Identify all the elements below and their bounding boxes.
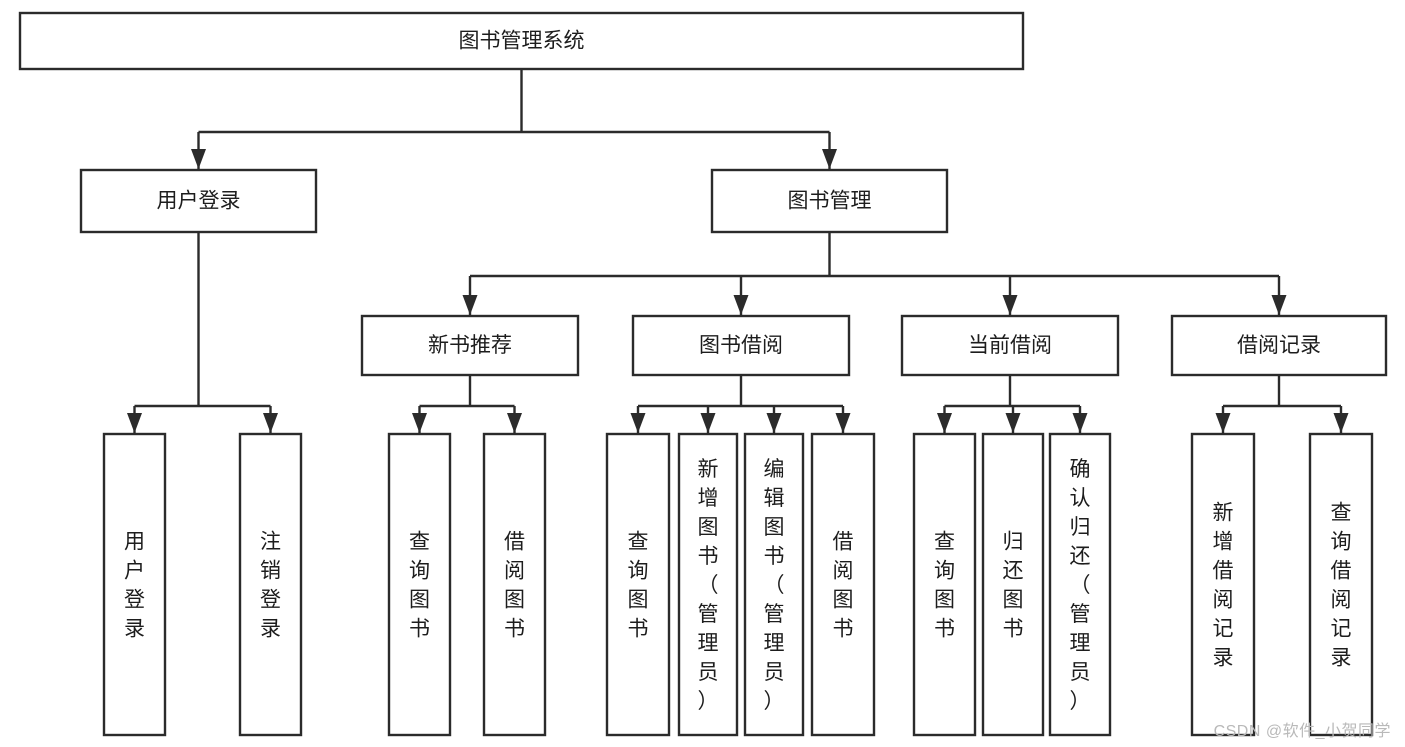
- node-label: 新增借阅记录: [1213, 502, 1234, 670]
- edge-book-mgmt-arrow-3: [1271, 295, 1287, 315]
- edge-root-arrow-0: [191, 149, 206, 169]
- edge-book-mgmt-arrow-2: [1002, 295, 1018, 315]
- node-label: 当前借阅: [968, 334, 1052, 357]
- node-leaf-9[interactable]: 归还图书: [981, 432, 1045, 737]
- node-label: 查询图书: [934, 531, 955, 641]
- node-root-system[interactable]: 图书管理系统: [18, 11, 1025, 71]
- node-leaf-11[interactable]: 新增借阅记录: [1190, 432, 1256, 737]
- node-label: 查询借阅记录: [1331, 502, 1352, 670]
- node-label: 编辑图书（管理员）: [764, 458, 785, 713]
- node-leaf-12[interactable]: 查询借阅记录: [1308, 432, 1374, 737]
- node-level2-2[interactable]: 当前借阅: [900, 314, 1120, 377]
- edge-leaf-1-arrow-1: [507, 413, 522, 433]
- node-level2-0[interactable]: 新书推荐: [360, 314, 580, 377]
- node-label: 新书推荐: [428, 334, 512, 357]
- node-level2-3[interactable]: 借阅记录: [1170, 314, 1388, 377]
- node-leaf-3[interactable]: 借阅图书: [482, 432, 547, 737]
- node-leaf-0[interactable]: 用户登录: [102, 432, 167, 737]
- node-label: 借阅图书: [833, 531, 854, 641]
- node-label: 图书管理系统: [459, 30, 585, 53]
- edge-leaf-2-arrow-0: [630, 413, 646, 433]
- node-leaf-10[interactable]: 确认归还（管理员）: [1048, 432, 1112, 737]
- node-label: 查询图书: [628, 531, 649, 641]
- edge-book-mgmt-arrow-1: [733, 295, 749, 315]
- watermark-text: CSDN @软件_小贺同学: [1213, 723, 1391, 740]
- nodes-layer: 图书管理系统用户登录图书管理新书推荐图书借阅当前借阅借阅记录用户登录注销登录查询…: [18, 11, 1388, 737]
- node-label: 用户登录: [157, 190, 241, 213]
- edge-leaf-2-arrow-1: [700, 413, 716, 433]
- node-leaf-8[interactable]: 查询图书: [912, 432, 977, 737]
- node-level1-1[interactable]: 图书管理: [710, 168, 949, 234]
- edge-leaf-2-arrow-2: [766, 413, 782, 433]
- edge-leaf-3-arrow-1: [1005, 413, 1021, 433]
- edge-root-arrow-1: [822, 149, 837, 169]
- node-label: 用户登录: [124, 531, 145, 641]
- node-label: 注销登录: [260, 531, 281, 641]
- node-label: 借阅记录: [1237, 334, 1321, 357]
- edge-leaf-4-arrow-1: [1333, 413, 1349, 433]
- node-leaf-6[interactable]: 编辑图书（管理员）: [743, 432, 805, 737]
- node-label: 确认归还（管理员）: [1070, 458, 1091, 713]
- connectors-layer: [127, 69, 1349, 433]
- edge-leaf-0-arrow-1: [263, 413, 278, 433]
- node-label: 图书借阅: [699, 334, 783, 357]
- node-label: 查询图书: [409, 531, 430, 641]
- node-label: 归还图书: [1003, 531, 1024, 641]
- node-leaf-7[interactable]: 借阅图书: [810, 432, 876, 737]
- node-level2-1[interactable]: 图书借阅: [631, 314, 851, 377]
- edge-leaf-3-arrow-0: [937, 413, 952, 433]
- edge-leaf-0-arrow-0: [127, 413, 142, 433]
- node-leaf-5[interactable]: 新增图书（管理员）: [677, 432, 739, 737]
- edge-leaf-2-arrow-3: [835, 413, 851, 433]
- edge-book-mgmt-arrow-0: [462, 295, 478, 315]
- node-leaf-2[interactable]: 查询图书: [387, 432, 452, 737]
- edge-leaf-1-arrow-0: [412, 413, 427, 433]
- node-label: 新增图书（管理员）: [698, 458, 719, 713]
- edge-leaf-4-arrow-0: [1215, 413, 1231, 433]
- edge-leaf-3-arrow-2: [1072, 413, 1088, 433]
- node-leaf-1[interactable]: 注销登录: [238, 432, 303, 737]
- node-label: 图书管理: [788, 190, 872, 213]
- node-label: 借阅图书: [504, 531, 525, 641]
- node-level1-0[interactable]: 用户登录: [79, 168, 318, 234]
- node-leaf-4[interactable]: 查询图书: [605, 432, 671, 737]
